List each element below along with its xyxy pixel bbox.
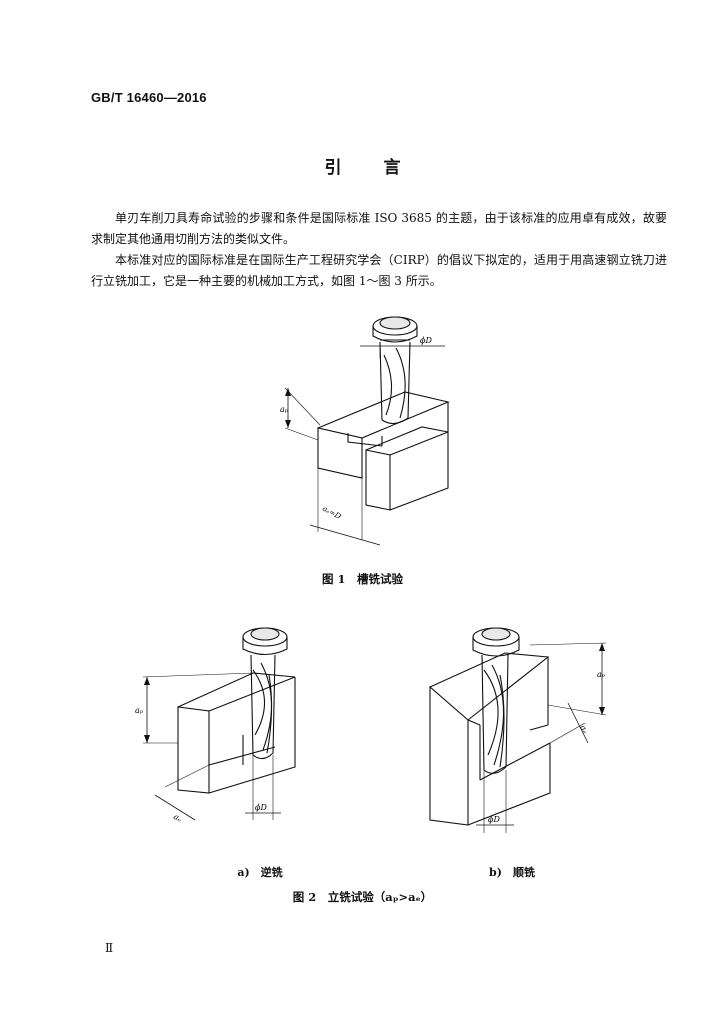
figure-1-slot-milling-drawing: ϕD aₚ aₑ=D — [280, 316, 450, 546]
intro-paragraph-1: 单刃车削刀具寿命试验的步骤和条件是国际标准 ISO 3685 的主题，由于该标准… — [91, 211, 667, 246]
figure-2a-up-milling-drawing: aₚ ϕD aₑ — [135, 627, 296, 824]
standard-code-header: GB/T 16460—2016 — [91, 90, 207, 105]
section-title: 引言 — [0, 153, 725, 178]
fig1-right-block-front — [365, 449, 391, 511]
figure-1-caption: 图 1 槽铣试验 — [321, 572, 403, 586]
fig1-label-radial: aₑ=D — [321, 504, 343, 521]
fig2b-label-axial-depth: aₚ — [597, 670, 606, 679]
fig2a-label-diameter: ϕD — [255, 803, 267, 812]
figure-2b-down-milling-drawing: aₚ ϕD aₑ — [429, 627, 607, 833]
fig1-left-block-front — [317, 427, 363, 479]
page-number: Ⅱ — [105, 941, 114, 955]
fig2b-label-diameter: ϕD — [488, 815, 500, 824]
fig2a-block-front — [177, 706, 210, 794]
section-title-char-1: 引 — [324, 158, 342, 178]
fig2a-label-axial-depth: aₚ — [135, 706, 144, 715]
figure-2-caption: 图 2 立铣试验（aₚ>aₑ） — [292, 890, 433, 904]
fig2a-label-radial: aₑ — [172, 812, 183, 824]
fig2b-block-front — [429, 685, 469, 826]
intro-paragraph-2: 本标准对应的国际标准是在国际生产工程研究学会（CIRP）的倡议下拟定的，适用于用… — [91, 253, 667, 288]
figure-2b-caption: b) 顺铣 — [489, 866, 535, 879]
figure-2a-caption: a) 逆铣 — [237, 866, 283, 879]
fig1-label-diameter: ϕD — [420, 336, 432, 345]
fig1-label-axial-depth: aₚ — [280, 405, 289, 414]
fig2b-label-radial: aₑ — [578, 724, 590, 735]
section-title-char-2: 言 — [383, 158, 401, 178]
